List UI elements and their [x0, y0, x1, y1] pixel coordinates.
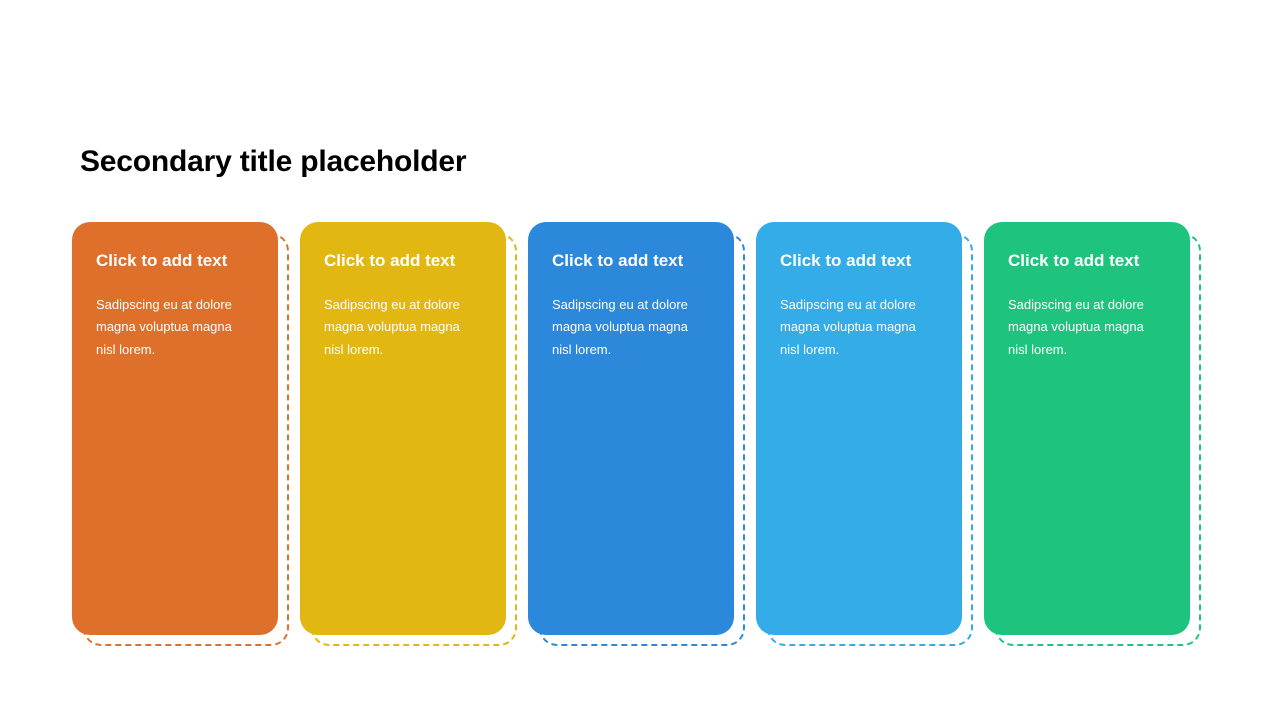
card-heading-4: Click to add text: [780, 251, 912, 270]
card-slot-2: Click to add text Sadipscing eu at dolor…: [300, 222, 517, 646]
card-slot-5: Click to add text Sadipscing eu at dolor…: [984, 222, 1201, 646]
card-heading-3: Click to add text: [552, 251, 684, 270]
card-row: Click to add text Sadipscing eu at dolor…: [72, 222, 1210, 646]
card-slot-4: Click to add text Sadipscing eu at dolor…: [756, 222, 973, 646]
card-body-text-5: Sadipscing eu at dolore magna voluptua m…: [1008, 296, 1144, 357]
content-card-5[interactable]: Click to add text Sadipscing eu at dolor…: [984, 222, 1190, 635]
card-body-text-1: Sadipscing eu at dolore magna voluptua m…: [96, 296, 232, 357]
content-card-1[interactable]: Click to add text Sadipscing eu at dolor…: [72, 222, 278, 635]
page-title: Secondary title placeholder: [80, 145, 467, 179]
content-card-3[interactable]: Click to add text Sadipscing eu at dolor…: [528, 222, 734, 635]
card-heading-2: Click to add text: [324, 251, 456, 270]
content-card-2[interactable]: Click to add text Sadipscing eu at dolor…: [300, 222, 506, 635]
content-card-4[interactable]: Click to add text Sadipscing eu at dolor…: [756, 222, 962, 635]
card-body-text-3: Sadipscing eu at dolore magna voluptua m…: [552, 296, 688, 357]
card-body-text-4: Sadipscing eu at dolore magna voluptua m…: [780, 296, 916, 357]
card-slot-1: Click to add text Sadipscing eu at dolor…: [72, 222, 289, 646]
card-slot-3: Click to add text Sadipscing eu at dolor…: [528, 222, 745, 646]
card-body-text-2: Sadipscing eu at dolore magna voluptua m…: [324, 296, 460, 357]
card-heading-5: Click to add text: [1008, 251, 1140, 270]
card-heading-1: Click to add text: [96, 251, 228, 270]
